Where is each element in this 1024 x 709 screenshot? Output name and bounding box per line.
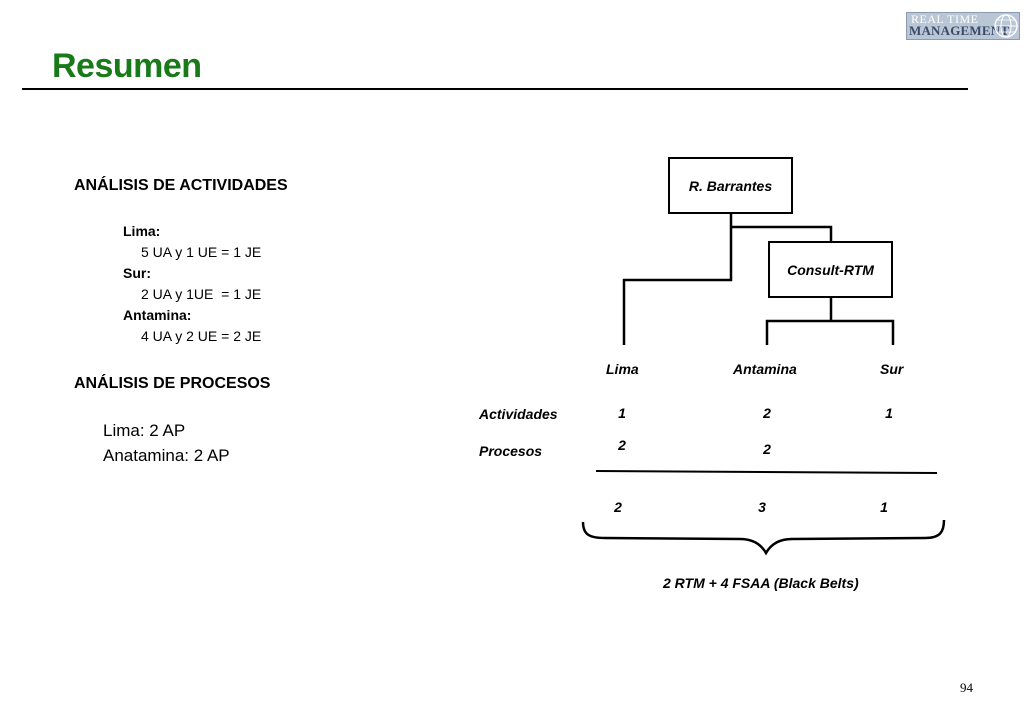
total-sur: 1 [880,499,888,515]
procesos-lima: Lima: 2 AP [103,421,186,440]
staffing-conclusion: 2 RTM + 4 FSAA (Black Belts) [663,575,859,591]
globe-icon [994,14,1018,38]
logo-line-1: REAL TIME [911,12,979,26]
row-label-actividades: Actividades [479,406,558,422]
org-node-root: R. Barrantes [668,157,793,214]
total-antamina: 3 [758,499,766,515]
company-logo: REAL TIME MANAGEMENT [906,12,1020,40]
actividades-sur-value: 2 UA y 1UE = 1 JE [141,286,262,302]
logo-line-2: MANAGEMENT [909,23,1010,38]
page-number: 94 [960,680,973,695]
total-lima: 2 [614,499,622,515]
actividades-antamina-label: Antamina: [123,307,192,323]
procesos-heading: ANÁLISIS DE PROCESOS [74,375,271,392]
actividades-lima-value: 5 UA y 1 UE = 1 JE [141,244,262,260]
procesos-antamina-count: 2 [763,441,771,457]
branch-sur: Sur [880,361,904,377]
procesos-lima-count: 2 [618,437,626,453]
actividades-heading: ANÁLISIS DE ACTIVIDADES [74,177,288,194]
org-node-consult: Consult-RTM [768,241,893,298]
actividades-lima-label: Lima: [123,223,161,239]
branch-antamina: Antamina [733,361,797,377]
actividades-sur-label: Sur: [123,265,151,281]
page-title: Resumen [52,47,202,85]
actividades-antamina-value: 4 UA y 2 UE = 2 JE [141,328,262,344]
actividades-lima-count: 1 [618,405,626,421]
actividades-sur-count: 1 [885,405,893,421]
title-divider [22,88,968,90]
row-label-procesos: Procesos [479,443,543,459]
procesos-antamina: Anatamina: 2 AP [103,446,230,465]
branch-lima: Lima [606,361,639,377]
actividades-antamina-count: 2 [763,405,771,421]
